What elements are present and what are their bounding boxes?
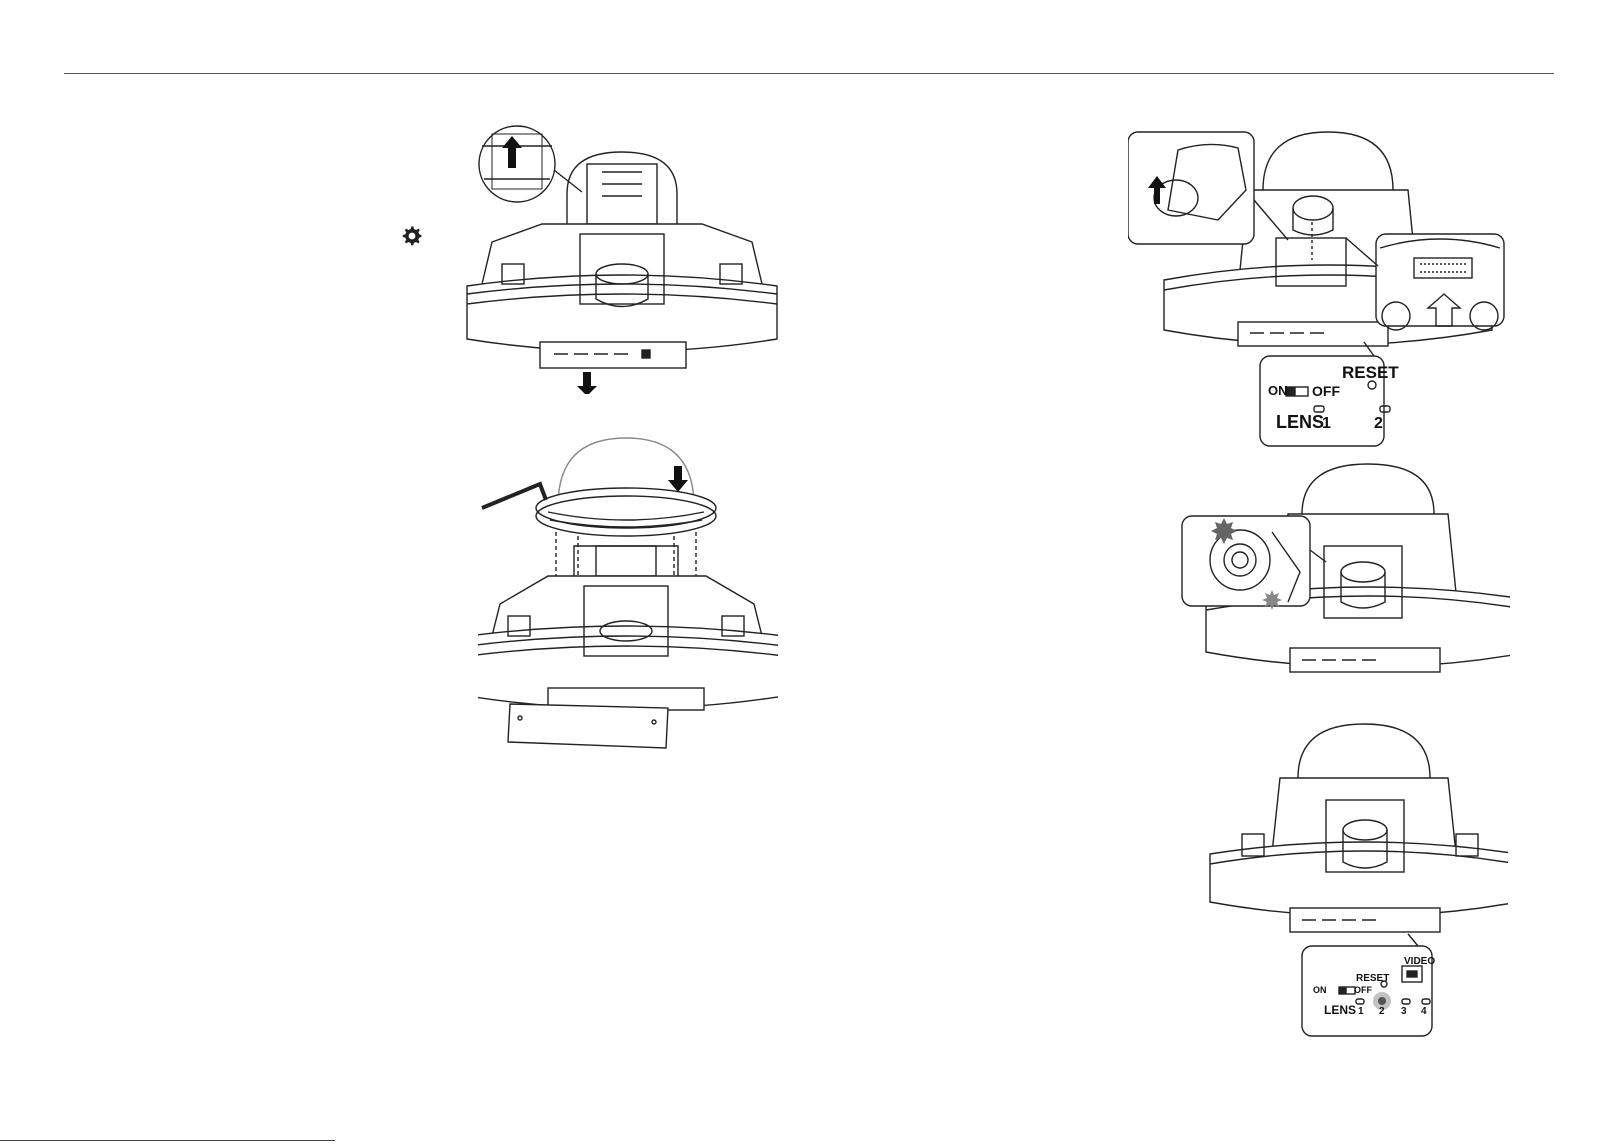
- figure-lens-seated: [1180, 462, 1510, 692]
- lens-num-4: 4: [1421, 1006, 1427, 1017]
- off-label-2: OFF: [1354, 985, 1372, 995]
- reset-label-2: RESET: [1356, 973, 1389, 984]
- on-label-2: ON: [1313, 985, 1327, 995]
- figure-lens-led-indicator: VIDEO RESET ON OFF LENS 1 2 3 4: [1208, 722, 1508, 1040]
- lens-num-3: 3: [1401, 1006, 1407, 1017]
- figure-camera-open-top: [462, 124, 782, 394]
- lens-num-1: 1: [1358, 1006, 1364, 1017]
- video-label: VIDEO: [1404, 956, 1435, 967]
- figure-lens-module-insert: RESET ON OFF LENS 1 2: [1128, 130, 1508, 450]
- gear-icon: [402, 226, 422, 246]
- on-label: ON: [1268, 383, 1288, 398]
- header-rule: [64, 73, 1554, 74]
- lens-label: LENS: [1276, 412, 1324, 432]
- off-label: OFF: [1312, 383, 1340, 399]
- lens-label-2: LENS: [1324, 1003, 1356, 1017]
- footer-rule: [0, 1140, 335, 1141]
- reset-label: RESET: [1342, 363, 1399, 382]
- figure-dome-cover-hex-key: [478, 436, 778, 756]
- lens-num-2: 2: [1379, 1006, 1385, 1017]
- lens-number-1: 1: [1322, 415, 1331, 432]
- lens-number-2: 2: [1374, 415, 1383, 432]
